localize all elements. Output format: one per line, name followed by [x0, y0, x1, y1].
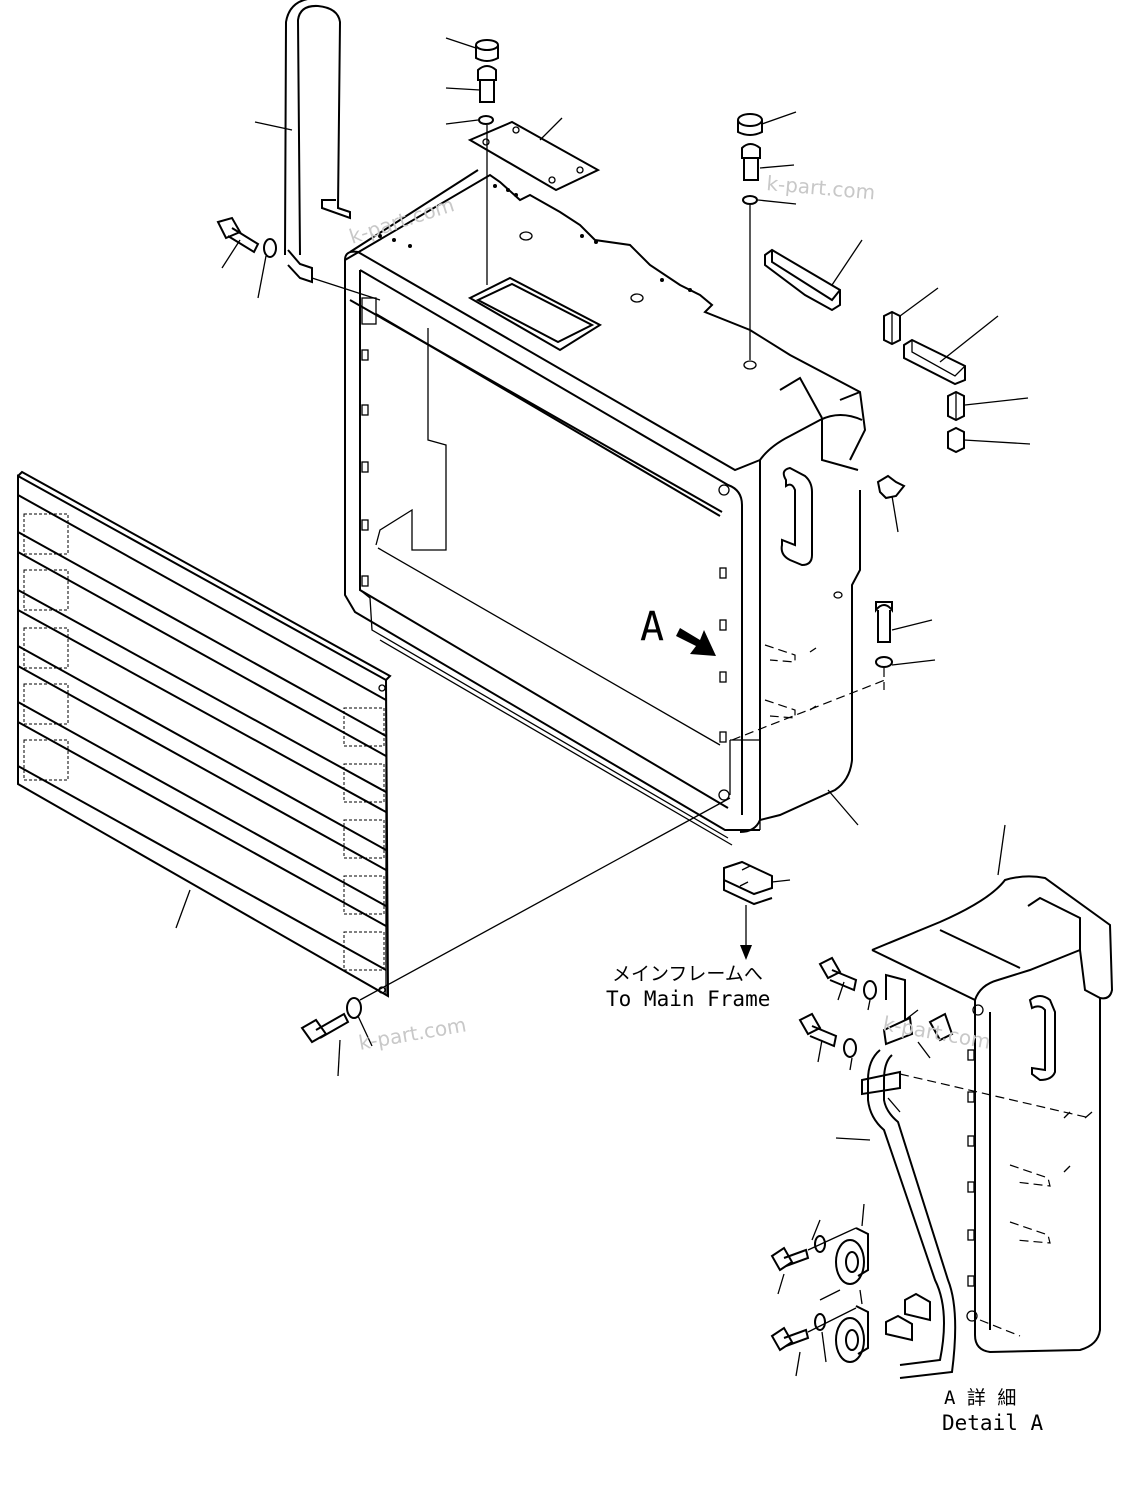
watermark-3: k-part.com: [357, 1012, 468, 1055]
louver-vents-right: [343, 707, 385, 971]
detail-a-bolts: [798, 956, 877, 1071]
detail-a-en: Detail A: [942, 1411, 1044, 1435]
seal-strips: [764, 239, 1031, 454]
main-frame-en: To Main Frame: [606, 987, 770, 1011]
louver-vents-left: [23, 513, 69, 781]
handrail: [254, 0, 351, 284]
top-cap-bolt-washer-left: [445, 37, 499, 285]
main-frame-jp: メインフレームへ: [612, 963, 763, 985]
frame-bracket: [723, 860, 791, 960]
top-cap-bolt-washer-right: [737, 111, 797, 360]
detail-a-harness: [835, 973, 1091, 1379]
view-arrow-label: A: [640, 604, 664, 650]
view-arrow-a: A: [640, 604, 716, 656]
bolt-washer-right: [875, 601, 936, 690]
bolt-handrail: [216, 216, 381, 301]
watermark-2: k-part.com: [766, 171, 877, 204]
top-cover-plate: [467, 117, 601, 192]
to-main-frame-label: メインフレームへ To Main Frame: [606, 963, 770, 1011]
detail-a-jp: A 詳 細: [944, 1387, 1016, 1409]
detail-a-label: A 詳 細 Detail A: [942, 1387, 1044, 1435]
louver-grill: [17, 470, 392, 998]
grommet: [876, 474, 906, 533]
bolt-washer-bottom: [300, 797, 731, 1077]
detail-a-horns: [770, 1203, 869, 1377]
main-cover-box: [344, 169, 886, 846]
detail-a-panel: [871, 824, 1114, 1354]
watermark-1: k-part.com: [346, 192, 457, 248]
